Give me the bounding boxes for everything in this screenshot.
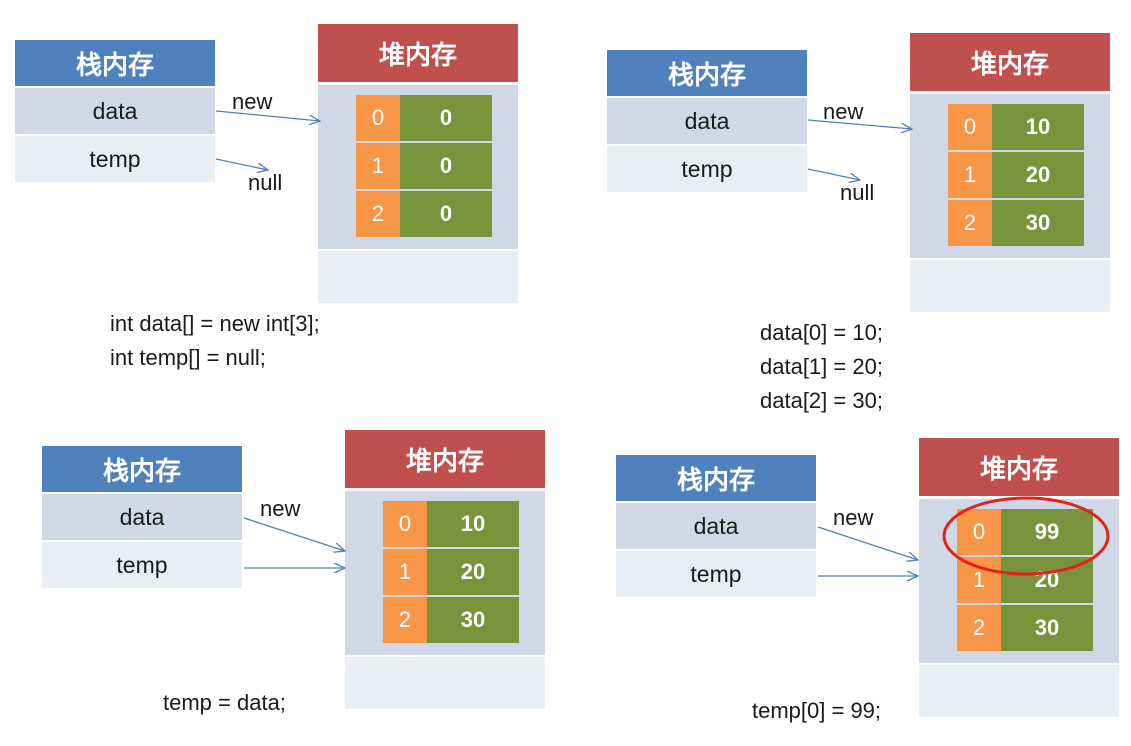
heap-free-space (345, 655, 545, 709)
array-value-0: 10 (992, 104, 1084, 150)
code-block-1: int data[] = new int[3]; int temp[] = nu… (110, 307, 320, 375)
stack-var-data: data (607, 96, 807, 144)
code-line: temp = data; (163, 690, 286, 715)
arrow-data-to-heap (817, 526, 918, 560)
label-new: new (232, 89, 273, 114)
heap-free-space (318, 249, 518, 303)
code-block-4: temp[0] = 99; (752, 694, 881, 728)
heap-memory-title: 堆内存 (318, 24, 518, 82)
heap-memory-title: 堆内存 (345, 430, 545, 488)
code-block-2: data[0] = 10; data[1] = 20; data[2] = 30… (760, 316, 883, 418)
stack-memory-4: 栈内存 data temp (616, 455, 816, 597)
code-line: temp[0] = 99; (752, 698, 882, 723)
array-value-1: 0 (400, 143, 492, 189)
array-value-2: 30 (1001, 605, 1093, 651)
array-index-1: 1 (356, 143, 400, 189)
label-new: new (260, 496, 301, 521)
heap-free-space (910, 258, 1110, 312)
array-value-0: 0 (400, 95, 492, 141)
heap-array-1: 0 0 1 0 2 0 (318, 82, 518, 249)
stack-var-temp: temp (607, 144, 807, 192)
heap-memory-1: 堆内存 0 0 1 0 2 0 (318, 24, 518, 303)
label-null: null (840, 180, 875, 205)
array-index-1: 1 (948, 152, 992, 198)
array-index-2: 2 (948, 200, 992, 246)
heap-memory-title: 堆内存 (919, 438, 1119, 496)
code-block-3: temp = data; (163, 686, 286, 720)
stack-memory-2: 栈内存 data temp (607, 50, 807, 192)
stack-memory-3: 栈内存 data temp (42, 446, 242, 588)
array-value-1: 20 (1001, 557, 1093, 603)
array-value-2: 30 (992, 200, 1084, 246)
heap-array-3: 0 10 1 20 2 30 (345, 488, 545, 655)
stack-var-data: data (42, 492, 242, 540)
array-value-2: 0 (400, 191, 492, 237)
code-line: data[1] = 20; (760, 354, 883, 379)
array-index-0: 0 (948, 104, 992, 150)
array-value-1: 20 (427, 549, 519, 595)
code-line: int data[] = new int[3]; (110, 311, 320, 336)
array-index-2: 2 (356, 191, 400, 237)
stack-var-temp: temp (616, 549, 816, 597)
heap-memory-3: 堆内存 0 10 1 20 2 30 (345, 430, 545, 709)
array-value-1: 20 (992, 152, 1084, 198)
arrow-data-to-heap (243, 517, 345, 551)
array-value-0: 99 (1001, 509, 1093, 555)
stack-memory-1: 栈内存 data temp (15, 40, 215, 182)
array-index-0: 0 (957, 509, 1001, 555)
heap-free-space (919, 663, 1119, 717)
label-new: new (823, 99, 864, 124)
array-index-2: 2 (957, 605, 1001, 651)
array-index-0: 0 (383, 501, 427, 547)
code-line: data[0] = 10; (760, 320, 883, 345)
stack-var-data: data (616, 501, 816, 549)
stack-var-temp: temp (15, 134, 215, 182)
label-new: new (833, 505, 874, 530)
array-value-2: 30 (427, 597, 519, 643)
arrow-temp-to-null (807, 168, 860, 180)
stack-var-temp: temp (42, 540, 242, 588)
array-index-1: 1 (957, 557, 1001, 603)
stack-memory-title: 栈内存 (616, 455, 816, 501)
array-value-0: 10 (427, 501, 519, 547)
heap-array-2: 0 10 1 20 2 30 (910, 91, 1110, 258)
array-index-1: 1 (383, 549, 427, 595)
heap-memory-title: 堆内存 (910, 33, 1110, 91)
heap-memory-4: 堆内存 0 99 1 20 2 30 (919, 438, 1119, 717)
array-index-0: 0 (356, 95, 400, 141)
code-line: data[2] = 30; (760, 388, 883, 413)
stack-var-data: data (15, 86, 215, 134)
array-index-2: 2 (383, 597, 427, 643)
stack-memory-title: 栈内存 (607, 50, 807, 96)
heap-memory-2: 堆内存 0 10 1 20 2 30 (910, 33, 1110, 312)
code-line: int temp[] = null; (110, 345, 266, 370)
arrow-temp-to-null (215, 158, 268, 170)
stack-memory-title: 栈内存 (42, 446, 242, 492)
label-null: null (248, 170, 283, 195)
stack-memory-title: 栈内存 (15, 40, 215, 86)
heap-array-4: 0 99 1 20 2 30 (919, 496, 1119, 663)
